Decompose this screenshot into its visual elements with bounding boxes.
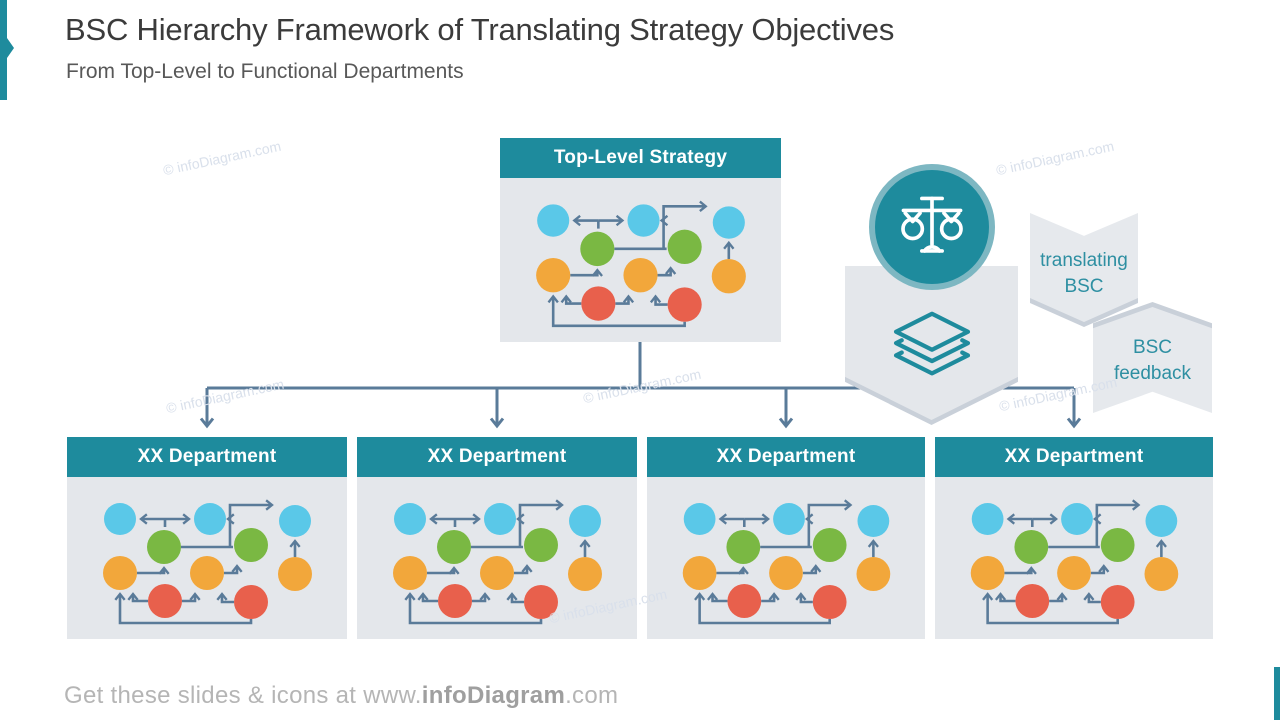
layers-icon [893,311,971,376]
page-title: BSC Hierarchy Framework of Translating S… [65,12,895,47]
page-subtitle: From Top-Level to Functional Departments [66,60,464,83]
balance-scale-icon [901,196,963,253]
watermark: © infoDiagram.com [994,137,1116,179]
watermark: © infoDiagram.com [581,365,703,407]
department-box-2: XX Department [357,437,637,639]
bsc-mini-diagram [647,477,925,639]
right-edge-accent-bar [1274,667,1280,720]
banner-feedback-line2: feedback [1113,363,1192,384]
watermark: © infoDiagram.com [161,137,283,179]
top-strategy-box: Top-Level Strategy [500,138,781,342]
bsc-mini-diagram [500,178,781,342]
watermark: © infoDiagram.com [164,375,286,417]
footer-brand: infoDiagram [421,682,566,709]
top-strategy-header: Top-Level Strategy [500,138,781,178]
department-box-1: XX Department [67,437,347,639]
banner-bsc-feedback: BSC feedback [1093,307,1212,413]
banner-translating-line1: translating [1040,249,1128,271]
bsc-mini-diagram [67,477,347,639]
banner-translating-line2: BSC [1064,275,1104,297]
bsc-mini-diagram [935,477,1213,639]
footer-note: Get these slides & icons at www.infoDiag… [64,682,618,710]
department-header: XX Department [357,437,637,477]
department-header: XX Department [647,437,925,477]
department-header: XX Department [67,437,347,477]
balance-scale-badge [869,164,995,290]
department-box-3: XX Department [647,437,925,639]
left-accent-bookmark-icon [0,0,14,100]
footer-prefix: Get these slides & icons at www. [64,682,422,709]
department-box-4: XX Department [935,437,1213,639]
department-header: XX Department [935,437,1213,477]
banner-feedback-line1: BSC [1132,337,1173,358]
footer-suffix: .com [565,682,619,709]
bsc-mini-diagram [357,477,637,639]
